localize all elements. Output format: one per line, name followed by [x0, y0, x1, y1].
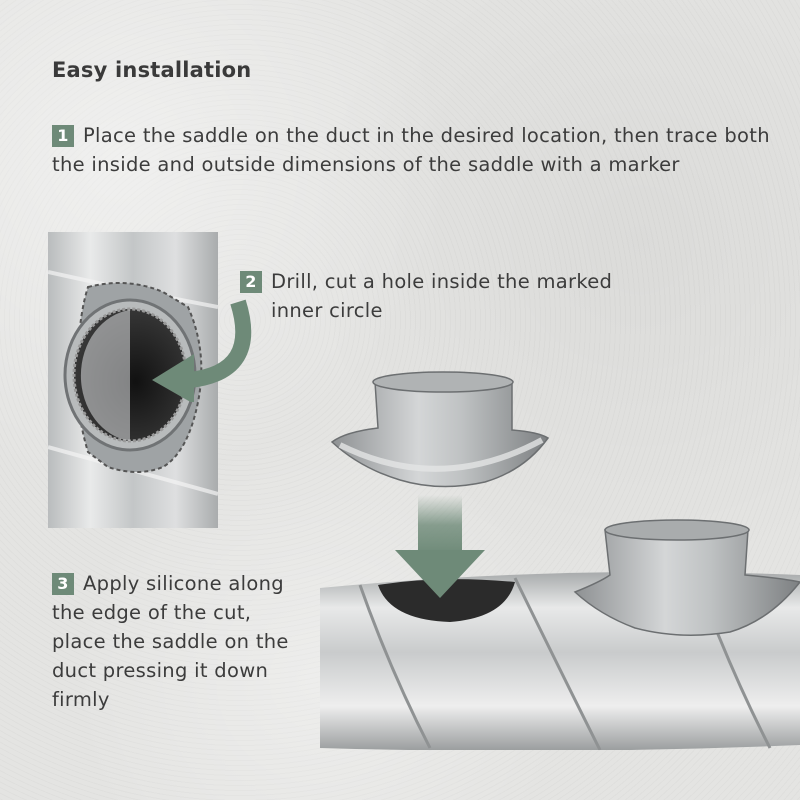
saddle-installation-photo — [320, 371, 800, 750]
step-3-number-badge: 3 — [52, 573, 74, 595]
down-arrow-icon — [395, 495, 485, 598]
step-2-text-line1: Drill, cut a hole inside the marked — [271, 270, 613, 293]
step-1-text: Place the saddle on the duct in the desi… — [52, 124, 770, 176]
step-1-number-badge: 1 — [52, 125, 74, 147]
step-2: 2 Drill, cut a hole inside the marked inn… — [240, 267, 660, 325]
curved-arrow-icon — [152, 299, 252, 402]
page-title: Easy installation — [52, 58, 252, 82]
step-3-text: Apply silicone along the edge of the cut… — [52, 572, 289, 711]
step-2-text-line2: inner circle — [271, 299, 383, 322]
step-2-number-badge: 2 — [240, 271, 262, 293]
